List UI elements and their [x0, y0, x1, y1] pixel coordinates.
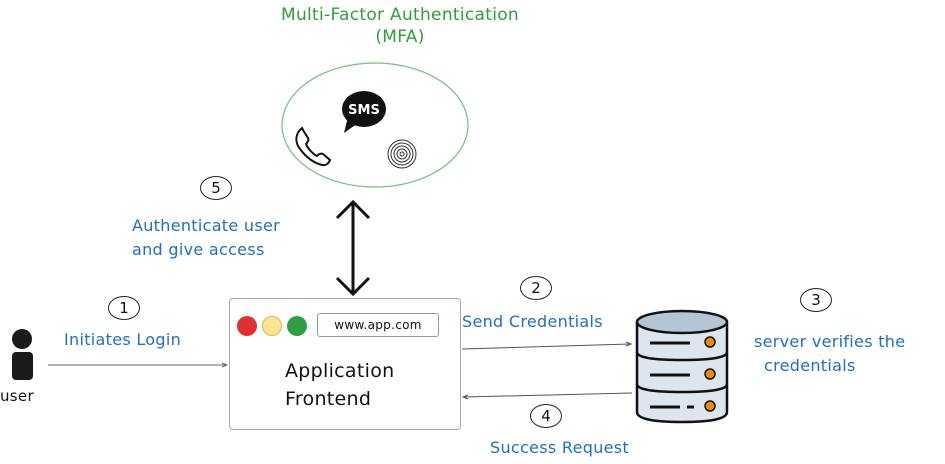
- app-title: Application Frontend: [285, 357, 394, 413]
- phone-icon: [295, 126, 332, 167]
- mfa-ellipse: SMS: [281, 62, 469, 188]
- step-1-label: Initiates Login: [64, 330, 182, 349]
- server-database-icon: [635, 309, 729, 424]
- step-4-badge: 4: [530, 404, 562, 428]
- double-arrow-icon: [335, 199, 371, 297]
- sms-label: SMS: [348, 103, 380, 118]
- step-3-label-line-2: credentials: [764, 356, 856, 375]
- app-title-line-2: Frontend: [285, 388, 372, 410]
- login-arrow: [48, 362, 229, 368]
- step-2-badge: 2: [520, 276, 552, 300]
- minimize-dot: [262, 316, 282, 336]
- step-5-label: Authenticate user and give access: [132, 214, 280, 262]
- user-label: user: [0, 387, 34, 405]
- fingerprint-icon: [387, 139, 417, 169]
- step-3-badge: 3: [800, 288, 832, 312]
- title-line-2: (MFA): [375, 27, 425, 47]
- step-1-badge: 1: [108, 296, 140, 320]
- step-3-label: server verifies the credentials: [754, 330, 905, 378]
- user-icon: [12, 329, 33, 380]
- application-frontend-window: www.app.com Application Frontend: [229, 298, 461, 430]
- step-5-label-line-2: and give access: [132, 240, 265, 259]
- title-line-1: Multi-Factor Authentication: [280, 5, 520, 25]
- app-title-line-1: Application: [285, 360, 395, 382]
- send-credentials-arrow: [461, 341, 633, 350]
- step-5-label-line-1: Authenticate user: [132, 216, 281, 235]
- success-arrow: [461, 392, 633, 400]
- step-3-label-line-1: server verifies the: [754, 332, 906, 351]
- maximize-dot: [287, 316, 307, 336]
- close-dot: [237, 316, 257, 336]
- sms-icon: SMS: [342, 91, 386, 133]
- url-bar: www.app.com: [317, 313, 439, 337]
- step-5-badge: 5: [200, 176, 232, 200]
- diagram-title: Multi-Factor Authentication (MFA): [255, 4, 545, 48]
- step-4-label: Success Request: [490, 438, 629, 457]
- step-2-label: Send Credentials: [462, 312, 603, 331]
